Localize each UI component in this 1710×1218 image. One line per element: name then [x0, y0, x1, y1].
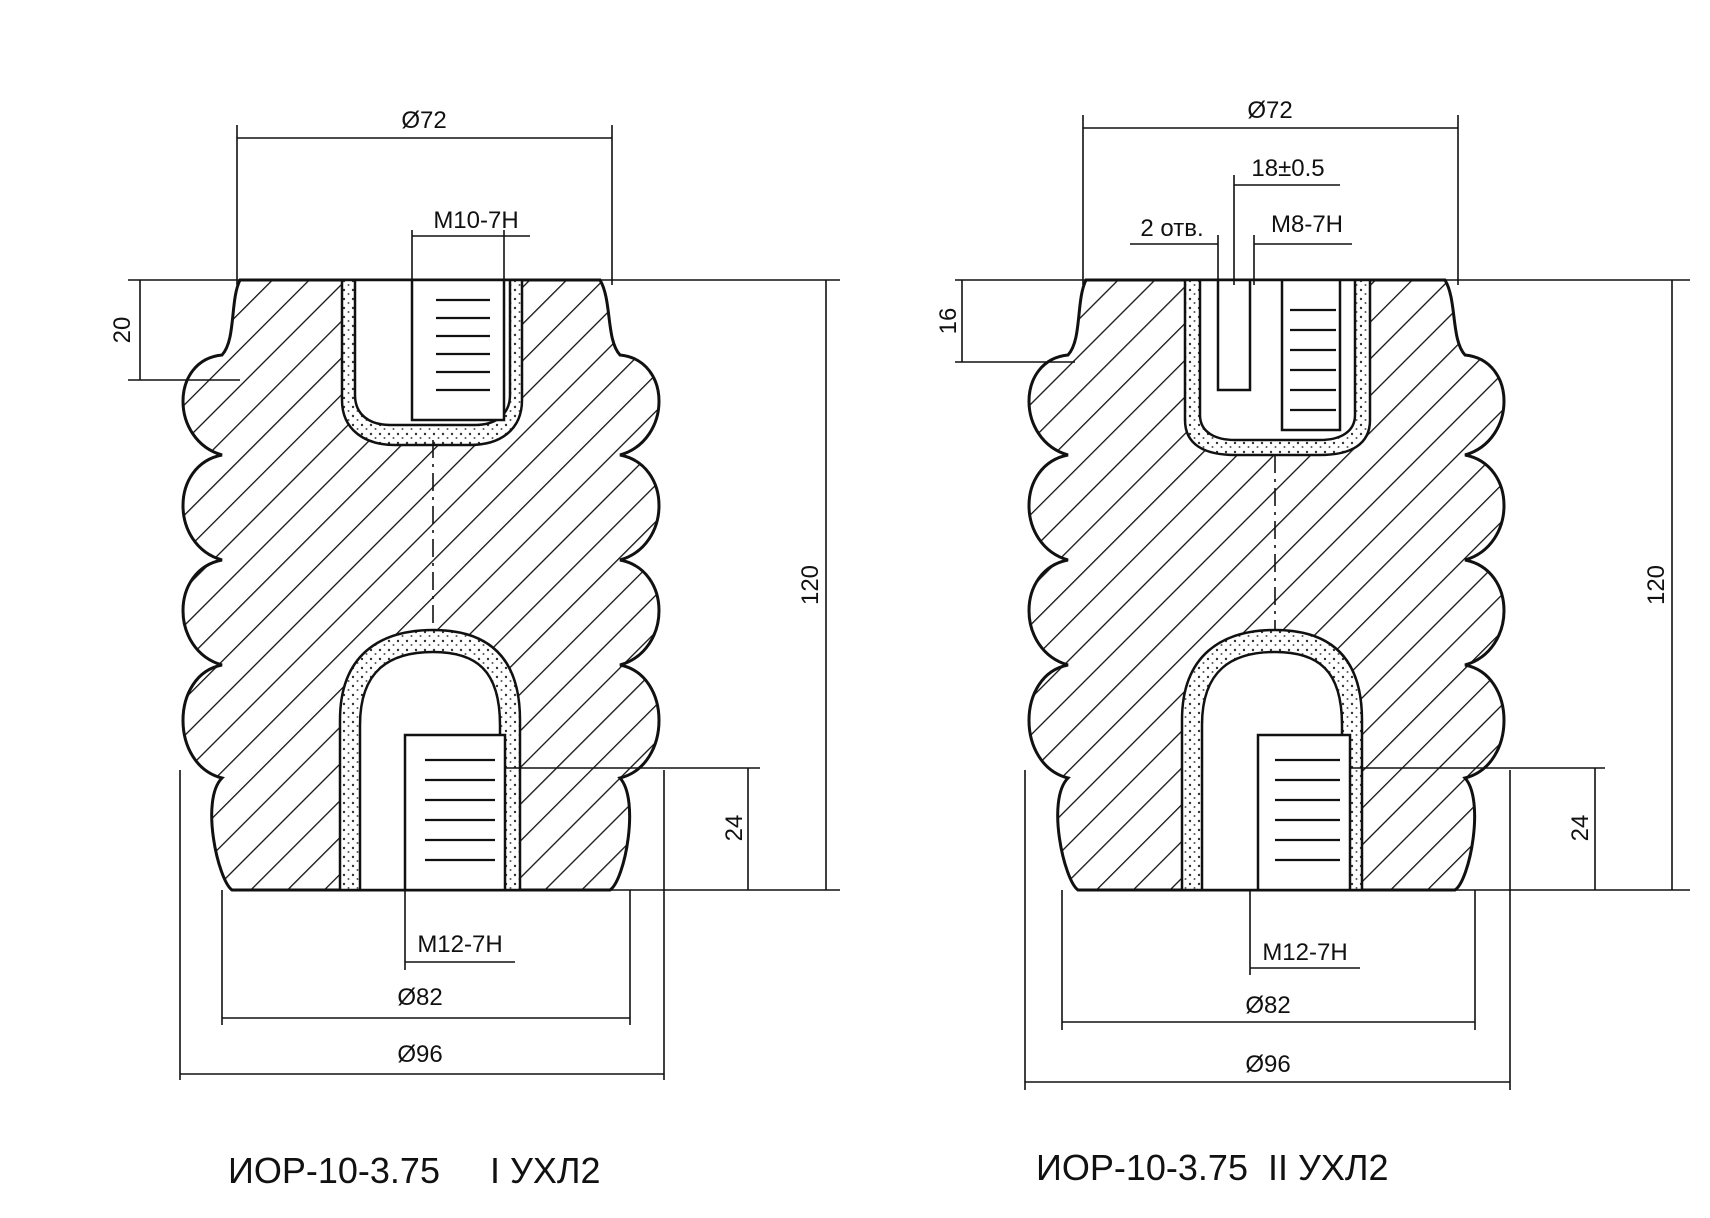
right-caption: ИОР-10-3.75 II УХЛ2: [1036, 1147, 1389, 1188]
right-depth-bottom-label: 24: [1567, 815, 1594, 842]
labels-right: Ø72 18±0.5 2 отв. M8-7H 16 120 24 M12-7H…: [935, 97, 1670, 1188]
right-holes-label: 2 отв.: [1140, 215, 1203, 242]
labels-left: Ø72 M10-7H 20 120 24 M12-7H Ø82 Ø96 ИОР-…: [109, 107, 824, 1191]
right-depth-top-label: 16: [935, 308, 962, 335]
left-thread-top-label: M10-7H: [433, 207, 518, 234]
right-spacing-label: 18±0.5: [1251, 155, 1324, 182]
left-depth-top-label: 20: [109, 317, 136, 344]
insulator-right: [1027, 278, 1506, 892]
left-caption: ИОР-10-3.75 I УХЛ2: [228, 1150, 601, 1191]
left-height-label: 120: [797, 565, 824, 605]
dimensions-left: [128, 125, 840, 1080]
left-depth-bottom-label: 24: [721, 815, 748, 842]
right-height-label: 120: [1643, 565, 1670, 605]
right-thread-top-label: M8-7H: [1271, 211, 1343, 238]
right-dia-top-label: Ø72: [1247, 97, 1292, 124]
left-dia-bottom-outer-label: Ø96: [397, 1041, 442, 1068]
right-thread-bottom-label: M12-7H: [1262, 939, 1347, 966]
left-dia-top-label: Ø72: [401, 107, 446, 134]
left-dia-bottom-inner-label: Ø82: [397, 984, 442, 1011]
right-dia-bottom-outer-label: Ø96: [1245, 1051, 1290, 1078]
dimensions-right: [955, 115, 1690, 1090]
insulator-left: [181, 278, 661, 892]
right-dia-bottom-inner-label: Ø82: [1245, 992, 1290, 1019]
left-thread-bottom-label: M12-7H: [417, 931, 502, 958]
